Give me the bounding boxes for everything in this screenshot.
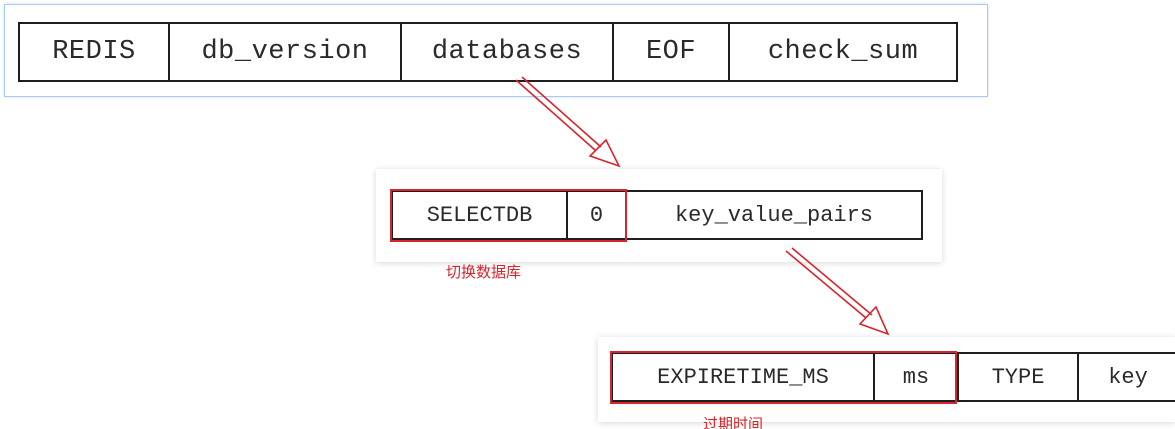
- field-databases: databases: [402, 24, 614, 80]
- field-eof: EOF: [614, 24, 730, 80]
- field-expiretime-ms: EXPIRETIME_MS: [613, 354, 875, 400]
- key-value-structure-record: EXPIRETIME_MS ms TYPE key: [611, 352, 1175, 402]
- field-selectdb: SELECTDB: [393, 192, 568, 238]
- field-type: TYPE: [959, 354, 1079, 400]
- rdb-file-structure-record: REDIS db_version databases EOF check_sum: [18, 22, 958, 82]
- arrow-databases-to-selectdb: [515, 76, 621, 168]
- field-check-sum: check_sum: [767, 37, 919, 67]
- databases-structure-record: SELECTDB 0 key_value_pairs: [391, 190, 923, 240]
- field-key-value-pairs: key_value_pairs: [674, 202, 874, 228]
- field-redis: REDIS: [20, 24, 170, 80]
- annotation-expire-time: 过期时间: [703, 415, 764, 429]
- annotation-switch-database: 切换数据库: [446, 263, 522, 281]
- field-ms: ms: [875, 354, 959, 400]
- field-key: key: [1079, 354, 1175, 400]
- field-db-version: db_version: [170, 24, 402, 80]
- arrow-pairs-to-expiretime: [785, 247, 890, 336]
